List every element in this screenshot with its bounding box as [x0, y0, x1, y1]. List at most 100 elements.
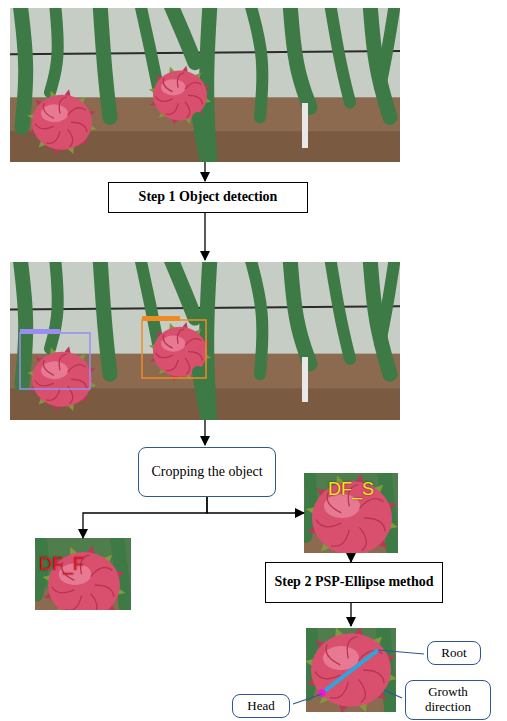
fruit-scale: [364, 518, 385, 531]
fruit-scale: [185, 82, 201, 89]
fruit-scale: [166, 103, 178, 114]
box-label: Cropping the object: [151, 464, 262, 480]
cactus-stem: [330, 262, 350, 359]
cactus-stem: [50, 8, 58, 92]
fruit-scale: [91, 568, 113, 577]
callout-box: Growth direction: [405, 680, 491, 720]
leader-line: [378, 650, 424, 654]
cactus-stem: [100, 8, 110, 117]
cropped-photo: [306, 628, 396, 712]
fruit-scale: [188, 95, 202, 104]
fruit-scale: [71, 122, 87, 132]
cactus-stem: [170, 8, 195, 63]
callout-box: Head: [232, 694, 290, 719]
orchard-photo: [10, 8, 400, 162]
flow-connector: [207, 497, 304, 513]
fruit-scale: [331, 530, 349, 546]
fruit-highlight: [41, 361, 68, 379]
fruit-scale: [358, 679, 365, 702]
fruit-scale: [185, 358, 190, 374]
fruit-scale: [177, 329, 184, 344]
dragon-fruit: [306, 628, 396, 712]
fruit-scale: [59, 97, 67, 113]
image-label: DF_F: [39, 554, 84, 575]
dragon-fruit: [27, 346, 96, 412]
fruit-scale: [326, 644, 340, 664]
fruit-scale: [35, 124, 54, 129]
post: [302, 103, 308, 148]
fruit-scale: [71, 379, 87, 389]
callout-box: Root: [427, 641, 481, 666]
image-label: DF_S: [328, 479, 374, 500]
fruit-scale: [91, 593, 97, 610]
fruit-highlight: [161, 336, 185, 352]
detection-box: [20, 333, 90, 389]
fruit-scale: [363, 670, 384, 683]
leader-line: [384, 690, 402, 698]
cactus-stem: [330, 8, 350, 102]
cactus-stem: [198, 118, 206, 162]
fruit-scale: [185, 339, 201, 346]
fruit-scale: [359, 527, 366, 550]
fruit-highlight: [41, 104, 68, 122]
dragon-fruit: [27, 89, 96, 155]
fruit-scale: [163, 334, 173, 348]
detection-tag: [20, 329, 60, 334]
detection-tag: [142, 316, 180, 321]
cropped-photo: [304, 473, 398, 553]
cactus-stem: [20, 8, 26, 127]
fruit-scale: [46, 131, 60, 143]
fruit-scale: [68, 108, 86, 116]
fruit-scale: [156, 353, 173, 358]
flow-arrow: [204, 420, 205, 445]
cropped-image: DF_S: [304, 473, 398, 553]
cactus-stem: [380, 8, 395, 87]
fruit-scale: [43, 360, 54, 375]
box-label: Step 1 Object detection: [139, 189, 278, 205]
cactus-stem: [250, 262, 262, 374]
fruit-scale: [95, 585, 114, 597]
fruit-scale: [359, 499, 383, 509]
leader-line: [293, 694, 322, 704]
flow-arrow: [204, 162, 205, 181]
cactus-stem: [250, 8, 262, 117]
fruit-scale: [163, 78, 173, 92]
process-box: Cropping the object: [138, 447, 276, 497]
fruit-scale: [188, 352, 202, 361]
cactus-stem: [306, 473, 312, 537]
flow-connector: [83, 497, 207, 538]
process-box: Step 2 PSP-Ellipse method: [265, 562, 443, 603]
cactus-stem: [170, 262, 195, 318]
fruit-scale: [347, 637, 357, 659]
box-label: Root: [441, 646, 466, 661]
box-label: Step 2 PSP-Ellipse method: [274, 574, 433, 590]
orchard-photo: [10, 262, 400, 420]
cactus-stem: [380, 262, 395, 344]
fruit-scale: [315, 672, 340, 679]
fruit-body: [32, 95, 92, 150]
fruit-scale: [177, 73, 184, 88]
fruit-scale: [316, 520, 341, 527]
fruit-scale: [68, 129, 73, 147]
fruit-scale: [35, 380, 54, 385]
fruit-scale: [52, 586, 75, 592]
detection-box: [142, 320, 206, 378]
cactus-stem: [290, 262, 310, 364]
flow-arrow: [204, 213, 205, 260]
fruit-scale: [156, 97, 173, 102]
cactus-stem: [20, 262, 26, 384]
box-label: Growth direction: [410, 685, 486, 715]
cactus-stem: [290, 8, 310, 107]
fruit-body: [32, 352, 92, 407]
fruit-scale: [65, 596, 82, 610]
head-point: [318, 689, 326, 697]
cropped-image: DF_F: [35, 538, 131, 610]
fruit-scale: [166, 360, 178, 371]
cactus-stem: [100, 262, 110, 374]
fruit-scale: [185, 102, 190, 118]
flow-arrow: [350, 603, 351, 626]
fruit-highlight: [161, 79, 185, 95]
